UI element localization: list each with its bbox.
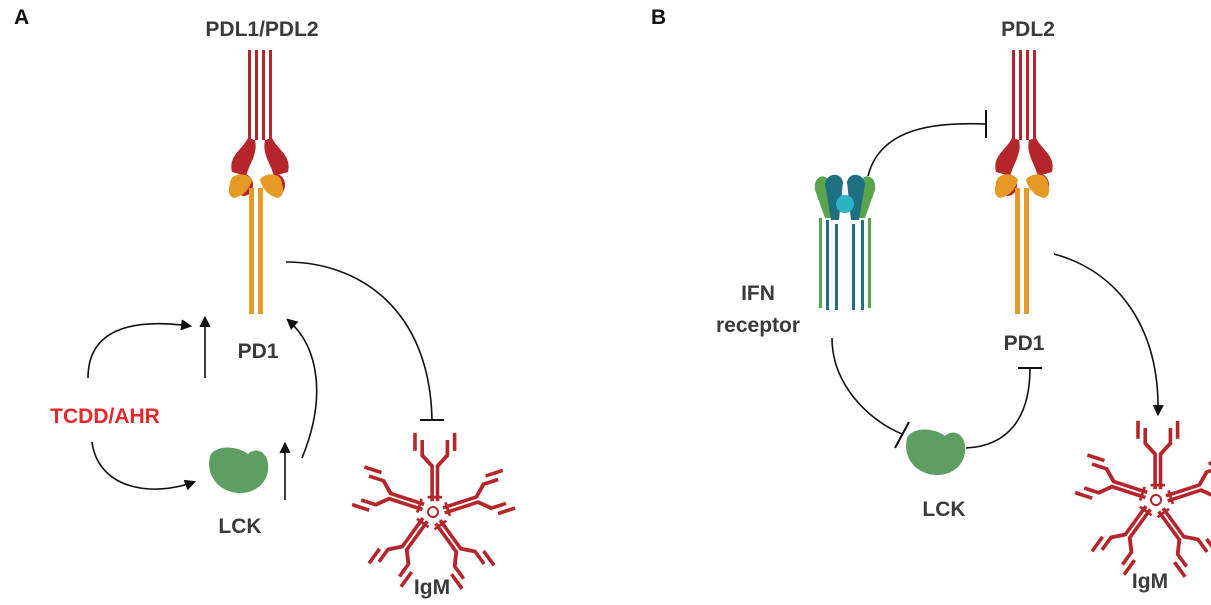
panel-b-arrow-pd1-to-igm — [1053, 253, 1164, 417]
panel-b-ifn-label-line1: IFN — [741, 282, 775, 305]
panel-b-letter: B — [651, 6, 666, 29]
panel-b-receptor-label: PD1 — [1004, 332, 1045, 355]
panel-a-arrow-inducer-to-lck — [91, 441, 197, 491]
panel-b-antibody-label: IgM — [1132, 570, 1168, 593]
panel-b-ifn-receptor — [814, 174, 876, 310]
panel-a-pd1-receptor — [228, 174, 284, 314]
panel-b-inhibit-bar-lck — [894, 421, 910, 449]
panel-b-pd1-receptor — [994, 174, 1050, 314]
panel-a-letter: A — [14, 6, 29, 29]
panel-b-igm-antibody — [1074, 420, 1211, 578]
panel-b: B PDL2 PD1 IFN receptor LCK — [651, 6, 1211, 593]
panel-a-lck-kinase — [209, 447, 269, 494]
panel-a-inhibit-pd1-to-igm — [285, 261, 433, 421]
panel-b-inhibit-lck-to-pd1 — [965, 367, 1031, 449]
panel-b-kinase-label: LCK — [922, 498, 965, 521]
panel-b-ifn-label-line2: receptor — [716, 314, 800, 337]
panel-a-kinase-label: LCK — [218, 515, 261, 538]
panel-b-inhibit-ifn-to-pdl2 — [867, 122, 987, 177]
panel-a-ligand-label: PDL1/PDL2 — [205, 18, 318, 41]
panel-a: A PDL1/PDL2 PD1 TCDD/AHR LCK IgM — [14, 6, 516, 599]
panel-a-igm-antibody — [351, 432, 516, 590]
panel-a-pdl-ligand — [231, 50, 289, 196]
panel-b-ligand-label: PDL2 — [1001, 18, 1055, 41]
panel-b-lck-kinase — [906, 429, 966, 476]
panel-a-arrow-inducer-to-pd1 — [87, 319, 193, 379]
panel-a-arrow-lck-to-pd1 — [286, 318, 318, 459]
panel-a-inducer-label: TCDD/AHR — [50, 405, 160, 428]
panel-b-pdl-ligand — [995, 50, 1053, 196]
panel-b-inhibit-ifn-to-lck — [831, 337, 903, 435]
panel-a-antibody-label: IgM — [414, 576, 450, 599]
panel-a-receptor-label: PD1 — [238, 340, 279, 363]
